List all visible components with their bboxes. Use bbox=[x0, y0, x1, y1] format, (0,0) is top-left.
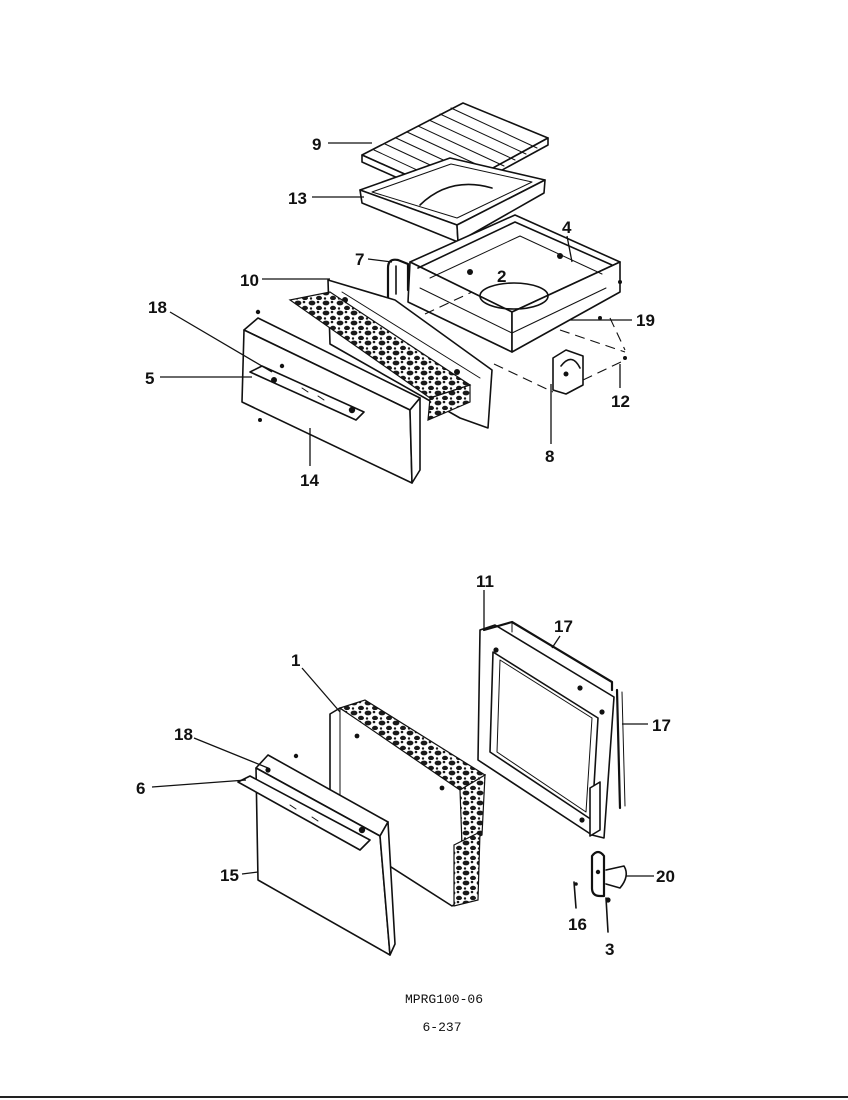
broiler-drawer-front-part bbox=[241, 309, 421, 484]
callout-15: 15 bbox=[220, 866, 239, 885]
assembly-guide-lines bbox=[424, 280, 627, 393]
callout-5: 5 bbox=[145, 369, 154, 388]
callout-19: 19 bbox=[636, 311, 655, 330]
callout-10: 10 bbox=[240, 271, 259, 290]
callout-20: 20 bbox=[656, 867, 675, 886]
callout-16: 16 bbox=[568, 915, 587, 934]
callout-11: 11 bbox=[476, 572, 494, 591]
lower-leader-lines bbox=[151, 590, 654, 877]
door-insulation bbox=[338, 699, 487, 907]
door-trim-channel-top-part bbox=[482, 620, 614, 692]
callout-14: 14 bbox=[300, 471, 319, 490]
callout-18-upper: 18 bbox=[148, 298, 167, 317]
callout-18-lower: 18 bbox=[174, 725, 193, 744]
upper-leader-lines bbox=[160, 142, 632, 466]
door-trim-channel-side-part bbox=[615, 688, 626, 810]
part-code-label: MPRG100-06 bbox=[404, 992, 483, 1007]
callout-7: 7 bbox=[355, 250, 364, 269]
callout-12: 12 bbox=[611, 392, 630, 411]
callout-9: 9 bbox=[312, 135, 321, 154]
callout-17-top: 17 bbox=[554, 617, 573, 636]
callout-4: 4 bbox=[562, 218, 572, 237]
lower-assembly: 11 17 17 1 18 6 15 20 16 3 bbox=[136, 572, 675, 959]
door-hinge-part bbox=[590, 850, 628, 898]
callout-2: 2 bbox=[497, 267, 506, 286]
callout-1: 1 bbox=[291, 651, 300, 670]
bottom-rule bbox=[0, 1096, 848, 1098]
page-number-label: 6-237 bbox=[422, 1020, 462, 1035]
callout-3: 3 bbox=[605, 940, 614, 959]
callout-17-side: 17 bbox=[652, 716, 671, 735]
hinge-screw-part bbox=[573, 881, 611, 933]
callout-6: 6 bbox=[136, 779, 145, 798]
upper-assembly: 9 13 4 7 2 10 19 18 5 12 8 14 bbox=[145, 102, 655, 490]
oven-door-outer-panel-part bbox=[237, 753, 396, 956]
drawer-insulation bbox=[288, 291, 472, 421]
rear-bracket-part bbox=[552, 349, 584, 395]
door-inner-frame-part bbox=[477, 624, 615, 839]
callout-8: 8 bbox=[545, 447, 554, 466]
slide-clip-part bbox=[386, 258, 410, 300]
callout-13: 13 bbox=[288, 189, 307, 208]
